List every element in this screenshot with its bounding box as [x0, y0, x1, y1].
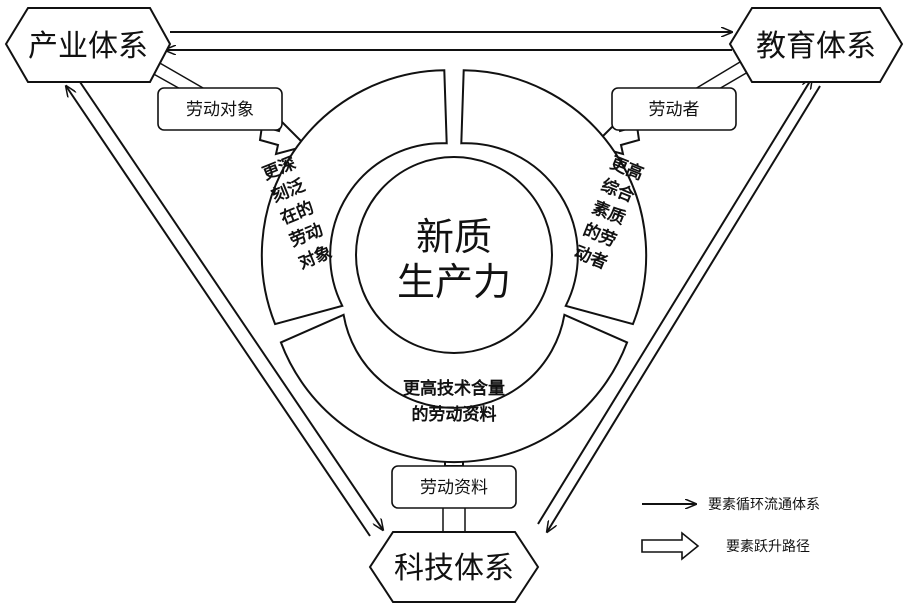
- arrow-industry-to-technology: [79, 81, 383, 530]
- feeder-education-left: [689, 61, 741, 93]
- industry-system-label: 产业体系: [28, 29, 148, 64]
- education-system-hexagon: [728, 7, 904, 83]
- segment-bottom-line-1: 的劳动资料: [412, 404, 497, 425]
- labor-material-box: [391, 465, 517, 509]
- legend-circulation-label: 要素循环流通体系: [708, 497, 820, 513]
- arrow-technology-to-industry: [66, 86, 371, 537]
- industry-system-hexagon: [4, 7, 172, 83]
- arrow-education-to-technology: [547, 85, 821, 532]
- technology-system-hexagon: [368, 531, 540, 603]
- segment-bottom-line-0: 更高技术含量: [403, 378, 505, 399]
- legend-upgrade-arrow: [641, 531, 700, 561]
- labor-object-label: 劳动对象: [186, 100, 254, 120]
- center-line1: 新质: [416, 215, 492, 259]
- laborer-label: 劳动者: [649, 100, 700, 120]
- segment-bottom: [279, 313, 629, 464]
- center-circle: [355, 156, 553, 354]
- laborer-box: [611, 87, 737, 131]
- technology-system-label: 科技体系: [394, 551, 514, 586]
- segment-right: [460, 69, 648, 326]
- legend: 要素循环流通体系 要素跃升路径: [641, 497, 820, 561]
- segment-left: [260, 69, 448, 326]
- labor-material-label: 劳动资料: [420, 478, 488, 498]
- feeder-industry-right: [157, 61, 211, 93]
- ring-segments: [260, 69, 648, 464]
- circulation-arrows: [66, 32, 821, 537]
- arrow-technology-to-education: [537, 78, 812, 525]
- education-system-label: 教育体系: [756, 29, 876, 64]
- labor-object-box: [157, 87, 283, 131]
- center-line2: 生产力: [397, 260, 511, 304]
- legend-upgrade-label: 要素跃升路径: [726, 539, 810, 555]
